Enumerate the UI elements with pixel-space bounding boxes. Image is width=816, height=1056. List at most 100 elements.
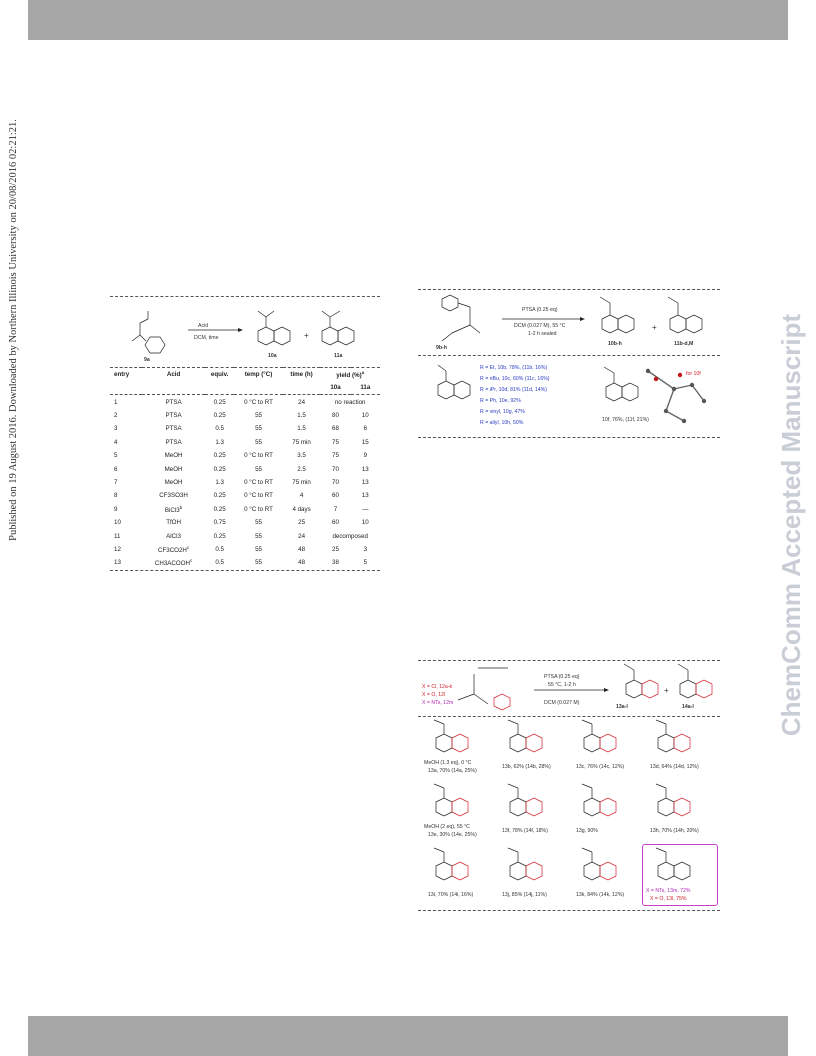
table-cell: decomposed <box>332 532 368 540</box>
table-cell: 55 <box>255 519 262 527</box>
table-cell: PTSA <box>165 398 182 406</box>
compound-label: 13d, 64% (14d, 12%) <box>650 764 699 770</box>
compound-structure <box>581 847 617 881</box>
table-cell: 0.5 <box>215 425 224 433</box>
table-cell: 1.3 <box>215 478 224 486</box>
scheme-3-drawing <box>457 663 713 711</box>
table-cell: 55 <box>255 438 262 446</box>
table-cell: 1.5 <box>297 412 306 420</box>
table-cell: 75 <box>332 452 339 460</box>
product-10f-label: 10f, 76%, (11f, 21%) <box>602 417 649 423</box>
table-cell: 0 °C to RT <box>244 478 273 486</box>
table-cell: 24 <box>298 398 306 406</box>
table-cell: BiCl3b <box>164 504 183 514</box>
table-cell: 0 °C to RT <box>244 398 273 406</box>
substituent-label: X = NTs, 12m <box>422 700 454 706</box>
footnote-marker: c <box>186 544 190 550</box>
table-cell: CH3ACOOHc <box>154 558 193 568</box>
table-cell: 2.5 <box>297 465 306 473</box>
table-cell: no reaction <box>334 398 366 406</box>
compound-structure <box>581 719 617 753</box>
scheme-3-plus: + <box>664 686 669 695</box>
footnote-marker: c <box>189 558 193 564</box>
plus-sign: + <box>304 331 309 340</box>
table-cell: 9 <box>363 452 368 460</box>
substituent-result: R = allyl, 10h, 50% <box>480 420 524 426</box>
scheme-3-product1-label: 13a-l <box>616 704 628 710</box>
col-time: time (h) <box>290 371 313 379</box>
table-cell: 55 <box>255 412 262 420</box>
table-cell: 75 <box>332 438 339 446</box>
table-cell: 25 <box>332 545 339 553</box>
table-cell: 0.25 <box>213 465 226 473</box>
table-bottom-rule <box>110 569 380 571</box>
table-cell: 0.25 <box>213 452 226 460</box>
xray-structure <box>645 368 707 424</box>
table-cell: 0 °C to RT <box>244 452 273 460</box>
scheme-2-reagent-top: PTSA (0.25 eq) <box>522 307 558 313</box>
product-10a-structure <box>257 310 291 346</box>
scheme-2-reagent-mid: DCM (0.027 M), 55 °C <box>514 323 566 329</box>
product-14-structure <box>677 663 713 699</box>
table-cell: 13 <box>361 478 369 486</box>
table-cell: 0 °C to RT <box>244 505 273 513</box>
compound-conditions: X = NTs, 13m, 72% <box>646 888 691 894</box>
table-cell: 4 <box>114 438 118 446</box>
table-cell: MeOH <box>164 452 183 460</box>
product-11b-structure <box>667 296 703 334</box>
table-cell: 55 <box>255 465 262 473</box>
substituent-result: R = nBu, 10c, 60% (11c, 16%) <box>480 376 550 382</box>
table-cell: PTSA <box>165 438 182 446</box>
table-cell: — <box>362 505 369 513</box>
scheme-2-drawing <box>437 294 707 424</box>
compound-label: 13j, 85% (14j, 11%) <box>502 892 547 898</box>
table-1: Acid DCM, time 9a 10a + 11a entry Acid e… <box>110 296 380 571</box>
table-cell: 55 <box>255 532 262 540</box>
substituent-result: R = iPr, 10d, 81% (11d, 14%) <box>480 387 547 393</box>
table-cell: 5 <box>363 559 368 567</box>
subcol-10a: 10a <box>320 381 351 396</box>
col-temp: temp (°C) <box>244 371 273 379</box>
scheme-2-product1-label: 10b-h <box>608 341 622 347</box>
compound-label: 13f, 78% (14f, 18%) <box>502 828 548 834</box>
col-entry: entry <box>114 371 130 379</box>
compound-label: 13c, 76% (14c, 12%) <box>576 764 625 770</box>
scheme-3-bottom-rule <box>418 910 720 911</box>
scheme-3-reagent-bottom: DCM (0.027 M) <box>544 700 580 706</box>
substrate-structure <box>131 311 166 354</box>
table-cell: 75 min <box>292 478 311 486</box>
table-cell: 55 <box>255 559 262 567</box>
table-cell: 55 <box>255 545 262 553</box>
optimization-table: entry Acid equiv. temp (°C) time (h) yie… <box>110 367 380 570</box>
table-cell: 0.25 <box>213 505 226 513</box>
compound-structure <box>433 719 469 753</box>
scheme-3-mid-rule <box>418 716 720 717</box>
table-cell: 0.25 <box>213 492 226 500</box>
compound-label: 13g, 90% <box>576 828 598 834</box>
table-cell: 10 <box>361 412 369 420</box>
table-cell: 0 °C to RT <box>244 492 273 500</box>
table-cell: 75 min <box>292 438 311 446</box>
publication-notice-text: Published on 19 August 2016. Downloaded … <box>8 119 19 541</box>
substituent-result: R = Et, 10b, 78%, (11b, 16%) <box>480 365 548 371</box>
highlight-box <box>642 844 718 906</box>
table-cell: 0.5 <box>215 559 224 567</box>
substrate-12-structure <box>457 667 511 711</box>
table-cell: 1.3 <box>215 438 224 446</box>
table-cell: 0.25 <box>213 398 226 406</box>
header-bar <box>28 0 788 40</box>
table-cell: 55 <box>255 425 262 433</box>
table-cell: 70 <box>332 478 339 486</box>
product-11a-label: 11a <box>334 353 343 359</box>
table-cell: 4 days <box>292 505 311 513</box>
table-cell: 2 <box>114 412 118 420</box>
scheme-2-substrate-label: 9b-h <box>436 345 447 351</box>
table-subheader-row: 10a 11a <box>110 381 380 396</box>
scheme-2: PTSA (0.25 eq) DCM (0.027 M), 55 °C 1-2 … <box>418 289 720 439</box>
